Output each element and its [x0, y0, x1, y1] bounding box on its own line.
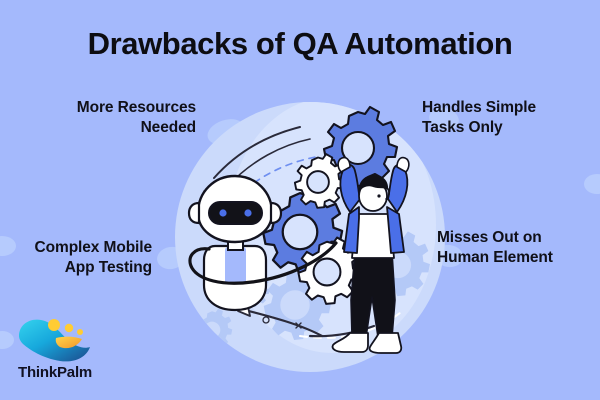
robot-mascot: [187, 174, 283, 312]
callout-handles-simple: Handles Simple Tasks Only: [422, 99, 537, 137]
thinkpalm-logo-text: ThinkPalm: [18, 364, 93, 381]
callout-complex-mobile: Complex Mobile App Testing: [34, 239, 153, 277]
callout-more-resources: More Resources Needed: [76, 99, 196, 137]
thinkpalm-logo: ThinkPalm: [16, 316, 120, 386]
person-lifting-gear: [331, 156, 410, 354]
page-title: Drawbacks of QA Automation: [87, 26, 513, 61]
swoosh-ribbon: [188, 241, 338, 285]
outer-decor: [262, 316, 270, 324]
gear-lower-white: [297, 236, 361, 305]
callout-misses-out: Misses Out on Human Element: [437, 229, 553, 267]
thinkpalm-logo-mark: [19, 319, 90, 362]
